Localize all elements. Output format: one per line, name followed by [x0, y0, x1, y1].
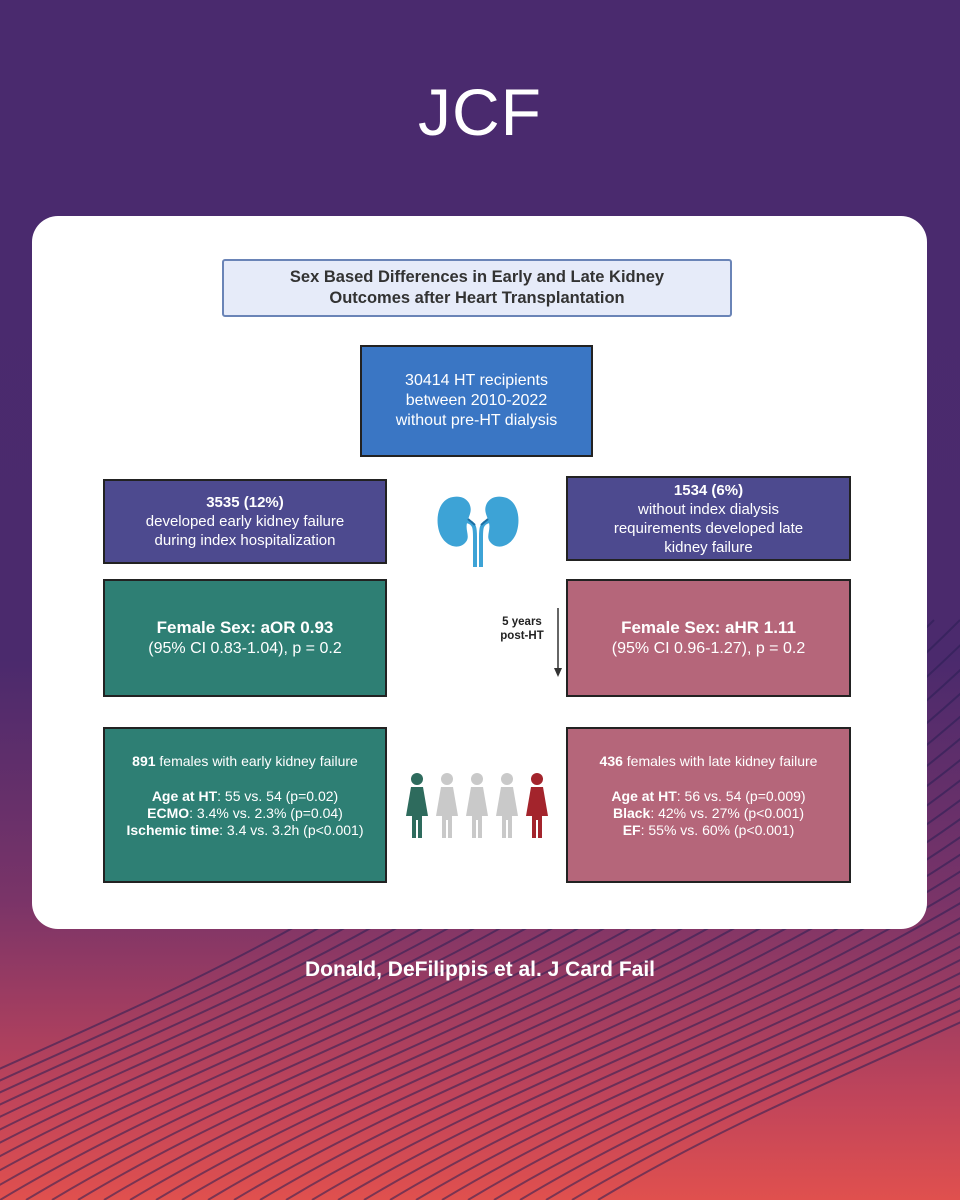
late-count: 1534 (6%): [673, 481, 744, 499]
background-line: [337, 886, 960, 1200]
late-stat-detail: (95% CI 0.96-1.27), p = 0.2: [611, 640, 806, 657]
late-detail-label: Age at HT: [611, 788, 677, 804]
timeline-line-2: post-HT: [500, 630, 544, 642]
late-detail-label: Black: [612, 805, 651, 821]
graphical-abstract-card: Sex Based Differences in Early and Late …: [32, 216, 927, 929]
early-detail-label: Age at HT: [151, 788, 218, 804]
early-detail-row: Age at HT: 55 vs. 54 (p=0.02): [105, 788, 385, 805]
cohort-line-2: between 2010-2022: [405, 392, 548, 409]
early-stat-box: Female Sex: aOR 0.93 (95% CI 0.83-1.04),…: [103, 579, 387, 697]
background-line: [519, 984, 960, 1200]
background-line: [571, 1009, 960, 1200]
early-females-count: 891: [132, 753, 156, 769]
background-line: [389, 917, 960, 1200]
cohort-line-1: 30414 HT recipients: [405, 372, 548, 389]
citation: Donald, DeFilippis et al. J Card Fail: [304, 958, 656, 981]
late-line-2: requirements developed late: [613, 519, 804, 537]
late-detail-value: : 55% vs. 60% (p<0.001): [640, 822, 795, 838]
timeline-line-1: 5 years: [502, 616, 542, 628]
abstract-title: Sex Based Differences in Early and Late …: [222, 259, 732, 317]
background-line: [259, 836, 960, 1200]
background-line: [129, 737, 960, 1200]
early-females-text: females with early kidney failure: [155, 753, 358, 769]
late-stat-headline: Female Sex: aHR 1.11: [621, 618, 796, 637]
timeline-label: 5 years post-HT: [487, 615, 557, 643]
background-line: [311, 870, 960, 1200]
early-females-heading: 891 females with early kidney failure: [105, 753, 385, 770]
late-detail-value: : 56 vs. 54 (p=0.009): [676, 788, 806, 804]
background-line: [415, 931, 960, 1200]
late-stat-box: Female Sex: aHR 1.11 (95% CI 0.96-1.27),…: [566, 579, 851, 697]
late-detail-row: Black: 42% vs. 27% (p<0.001): [568, 805, 849, 822]
early-stat-headline: Female Sex: aOR 0.93: [156, 618, 334, 637]
early-detail-row: ECMO: 3.4% vs. 2.3% (p=0.04): [105, 805, 385, 822]
journal-logo: JCF: [418, 75, 542, 149]
early-detail-label: ECMO: [147, 805, 190, 821]
background-line: [181, 779, 960, 1200]
background-line: [207, 799, 960, 1200]
down-arrow-icon: [554, 608, 562, 677]
late-line-3: kidney failure: [664, 538, 753, 556]
late-detail-row: EF: 55% vs. 60% (p<0.001): [568, 822, 849, 839]
early-count: 3535 (12%): [206, 494, 284, 511]
late-detail-row: Age at HT: 56 vs. 54 (p=0.009): [568, 788, 849, 805]
kidney-icon: [437, 496, 519, 567]
background-line: [363, 902, 960, 1200]
female-figures-icon: [406, 773, 548, 838]
early-detail-value: : 55 vs. 54 (p=0.02): [217, 788, 339, 804]
early-detail-value: : 3.4% vs. 2.3% (p=0.04): [189, 805, 343, 821]
title-line-1: Sex Based Differences in Early and Late …: [289, 268, 665, 286]
early-detail-label: Ischemic time: [126, 822, 220, 838]
late-females-text: females with late kidney failure: [622, 753, 818, 769]
late-females-box: 436 females with late kidney failure Age…: [566, 727, 851, 883]
title-line-2: Outcomes after Heart Transplantation: [329, 289, 625, 307]
late-line-1: without index dialysis: [638, 500, 779, 518]
early-line-2: during index hospitalization: [154, 532, 336, 549]
late-females-count: 436: [599, 753, 623, 769]
background-line: [597, 1021, 960, 1200]
early-detail-row: Ischemic time: 3.4 vs. 3.2h (p<0.001): [105, 822, 385, 839]
background-line: [545, 997, 960, 1200]
background-line: [233, 817, 960, 1200]
late-failure-header: 1534 (6%) without index dialysis require…: [566, 476, 851, 561]
early-detail-value: : 3.4 vs. 3.2h (p<0.001): [219, 822, 364, 838]
early-stat-detail: (95% CI 0.83-1.04), p = 0.2: [148, 640, 342, 657]
cohort-box: 30414 HT recipients between 2010-2022 wi…: [360, 345, 593, 457]
late-females-heading: 436 females with late kidney failure: [568, 753, 849, 770]
early-females-box: 891 females with early kidney failure Ag…: [103, 727, 387, 883]
late-detail-label: EF: [622, 822, 641, 838]
background-line: [285, 853, 960, 1200]
early-line-1: developed early kidney failure: [145, 513, 345, 530]
cohort-line-3: without pre-HT dialysis: [395, 412, 558, 429]
background-line: [493, 972, 960, 1200]
late-detail-value: : 42% vs. 27% (p<0.001): [650, 805, 805, 821]
background-line: [467, 959, 960, 1200]
early-failure-header: 3535 (12%) developed early kidney failur…: [103, 479, 387, 564]
background-line: [441, 945, 960, 1200]
background-line: [155, 758, 960, 1200]
